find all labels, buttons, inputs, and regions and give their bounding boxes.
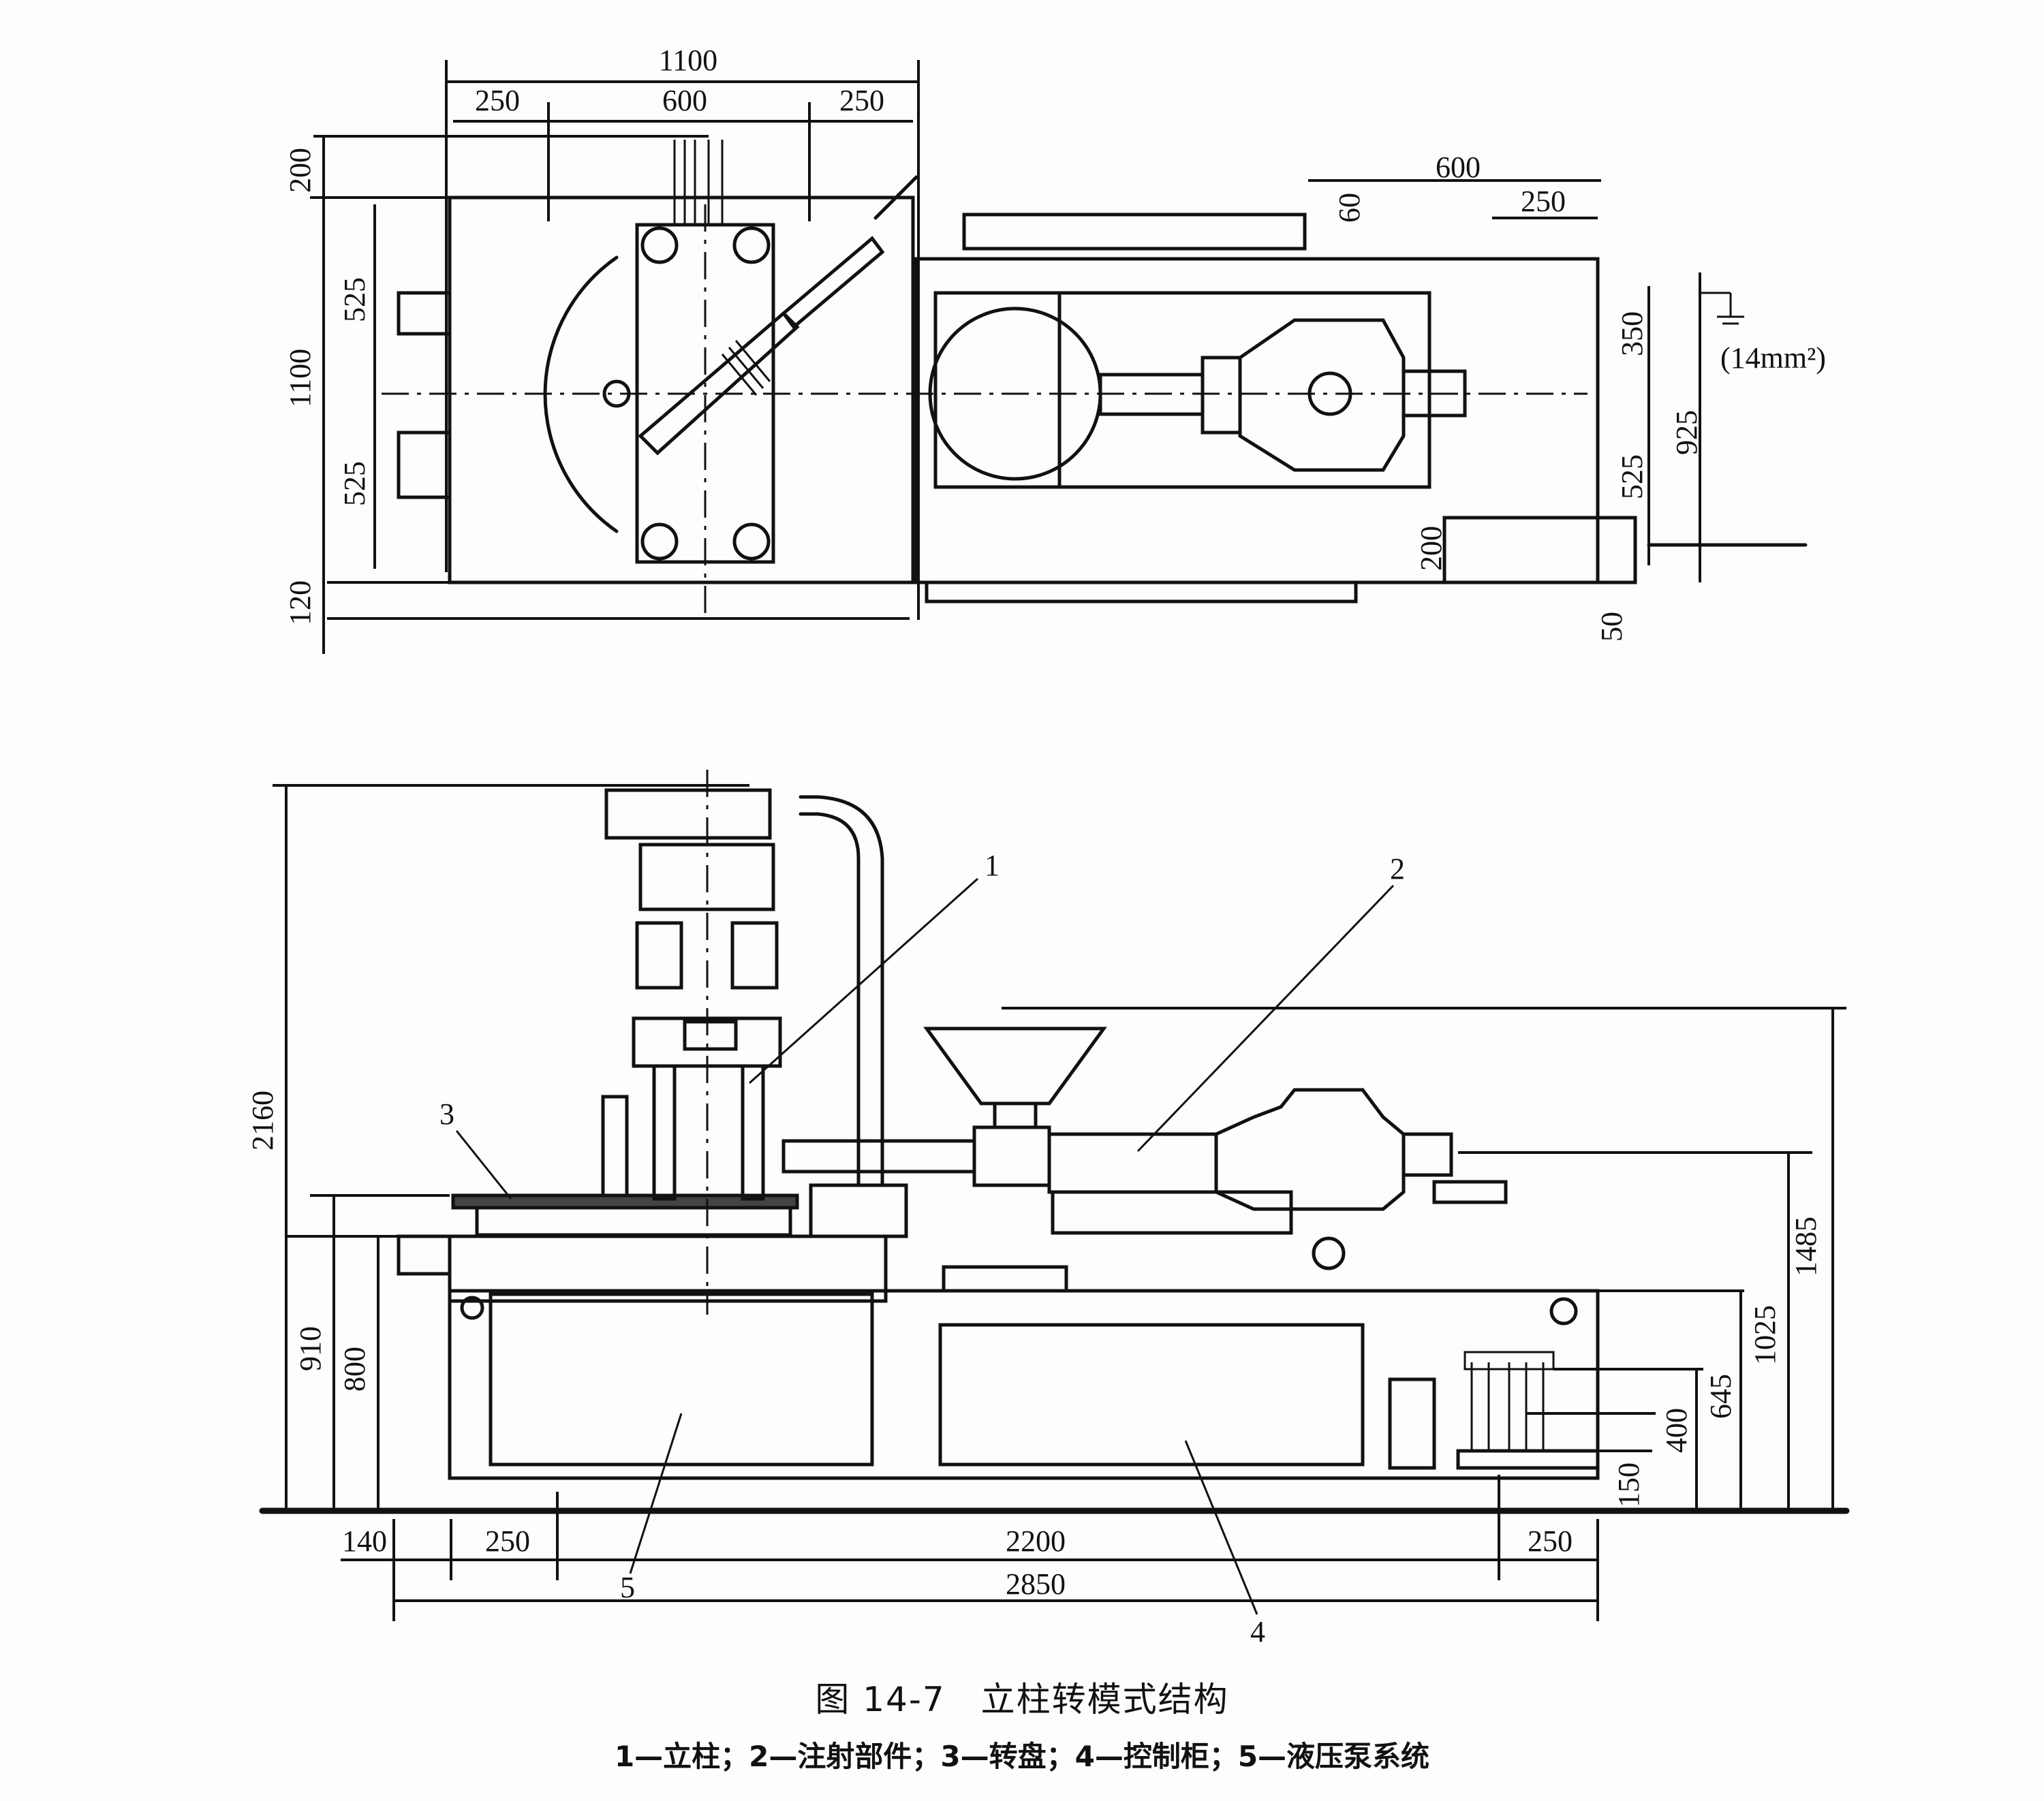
ground-wire-note: (14mm²) <box>1720 341 1826 375</box>
dim-525-right: 525 <box>1615 454 1649 499</box>
column-right <box>741 1064 765 1201</box>
dim-250-bottom-left: 250 <box>485 1524 530 1558</box>
dim-250-right-top: 250 <box>1521 185 1566 218</box>
nozzle-end <box>1402 369 1467 418</box>
figure-title: 图 14-7 立柱转模式结构 <box>815 1680 1229 1719</box>
tie-bar-hole <box>732 522 771 561</box>
dim-525-lower: 525 <box>338 461 371 506</box>
hydraulic-pipe-inner <box>799 812 861 1187</box>
dim-800: 800 <box>338 1347 371 1392</box>
dim-2200: 2200 <box>1006 1524 1066 1558</box>
dim-2850: 2850 <box>1006 1567 1066 1601</box>
callout-3: 3 <box>439 1097 454 1131</box>
side-bracket <box>397 1234 452 1276</box>
control-box-top <box>1442 516 1637 584</box>
top-cylinder-head <box>604 788 772 840</box>
dim-525-upper: 525 <box>338 277 371 322</box>
ground-symbol-icon <box>1700 292 1744 325</box>
mould <box>683 1020 738 1051</box>
dim-645: 645 <box>1704 1374 1737 1419</box>
carriage-wheel <box>1312 1236 1346 1270</box>
callout-leader-5 <box>629 1413 683 1574</box>
motor-end-cap <box>1402 1132 1453 1177</box>
callout-leader-1 <box>748 877 979 1084</box>
hydraulic-pump-box <box>489 1292 874 1467</box>
dim-1100-top: 1100 <box>659 44 717 77</box>
dim-200-right: 200 <box>1414 526 1448 571</box>
side-view: 2160 910 800 <box>246 770 1850 1648</box>
hose-connectors <box>673 140 724 225</box>
feed-block <box>972 1125 1051 1187</box>
switch-box <box>1388 1377 1436 1470</box>
machine-base <box>448 1289 1600 1480</box>
base-rail-top <box>925 580 1358 604</box>
dim-600-right: 600 <box>1436 151 1481 184</box>
dim-1485: 1485 <box>1789 1217 1823 1277</box>
callout-1: 1 <box>985 849 1000 882</box>
injection-cylinder <box>1047 1132 1218 1194</box>
callout-leader-3 <box>455 1130 512 1200</box>
motor-shaft <box>1432 1180 1508 1204</box>
injection-motor-side <box>1214 1088 1406 1211</box>
injection-housing <box>933 291 1431 489</box>
terminal-connectors <box>1464 1351 1555 1451</box>
hydraulic-pipe-outer <box>799 795 884 1187</box>
hopper <box>923 1027 1107 1106</box>
dim-250-bottom-right: 250 <box>1528 1524 1573 1558</box>
hopper-throat <box>993 1101 1038 1129</box>
top-view: 1100 250 600 250 200 1100 525 525 120 <box>283 44 1826 654</box>
dim-250-left: 250 <box>475 84 520 117</box>
arm-diagonal-line <box>873 175 918 220</box>
dim-50: 50 <box>1595 612 1628 642</box>
injection-barrel <box>781 1139 976 1174</box>
pipe-support <box>809 1183 908 1238</box>
turntable-base <box>475 1206 792 1237</box>
clamp-frame <box>448 195 915 584</box>
dim-120: 120 <box>283 580 317 625</box>
dim-400: 400 <box>1660 1408 1693 1453</box>
control-cabinet-box <box>938 1323 1365 1467</box>
figure-legend: 1—立柱；2—注射部件；3—转盘；4—控制柜；5—液压泵系统 <box>614 1740 1430 1773</box>
motor-center <box>1307 371 1352 416</box>
slide-rail <box>942 1265 1068 1293</box>
diagonal-arm <box>638 236 885 456</box>
injection-motor <box>1238 318 1406 472</box>
callout-leader-4 <box>1184 1440 1258 1615</box>
guide-post <box>601 1095 629 1197</box>
dim-150: 150 <box>1612 1462 1645 1507</box>
clamp-side-block-right <box>730 921 779 990</box>
dim-250-right: 250 <box>839 84 884 117</box>
dim-200-left: 200 <box>283 148 317 193</box>
terminal-plate <box>1456 1449 1600 1470</box>
barrel-collar <box>1201 356 1242 435</box>
left-bracket-upper <box>397 291 452 336</box>
dim-2160: 2160 <box>246 1091 279 1150</box>
dim-600: 600 <box>662 84 707 117</box>
dim-925: 925 <box>1670 410 1703 455</box>
carriage <box>1051 1190 1293 1235</box>
tie-bar-hole <box>732 226 771 264</box>
base-knob <box>460 1296 484 1320</box>
tie-bar-hole <box>640 522 679 561</box>
left-bracket-lower <box>397 430 452 499</box>
dim-1025: 1025 <box>1748 1305 1782 1365</box>
callout-2: 2 <box>1390 852 1405 886</box>
clamp-side-block-left <box>635 921 683 990</box>
dim-1100-left: 1100 <box>283 349 317 407</box>
callout-5: 5 <box>620 1571 635 1604</box>
dim-60: 60 <box>1333 193 1366 223</box>
callout-leader-2 <box>1136 884 1395 1153</box>
cabinet-knob <box>1549 1297 1578 1326</box>
tie-bar-hole <box>640 226 679 264</box>
callout-4: 4 <box>1250 1615 1265 1648</box>
dim-910: 910 <box>294 1326 327 1371</box>
cross-rod <box>962 213 1307 251</box>
dim-350: 350 <box>1615 311 1649 356</box>
column-left <box>652 1064 677 1201</box>
dim-140: 140 <box>342 1524 387 1558</box>
